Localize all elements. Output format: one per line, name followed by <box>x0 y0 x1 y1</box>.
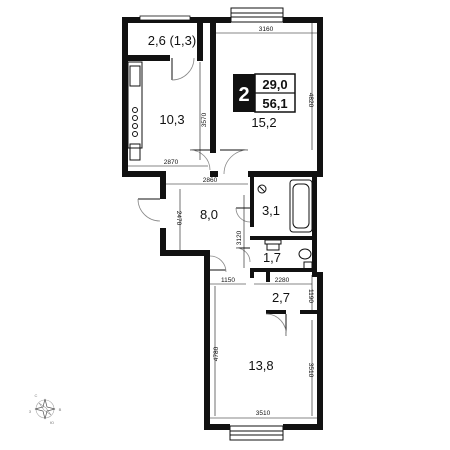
dim-bedroom-bottom-inner: 3510 <box>307 363 314 378</box>
room-labels: 2,6 (1,3) 10,3 15,2 8,0 3,1 1,7 2,7 13,8 <box>148 33 290 373</box>
compass-label-s: Ю <box>50 420 54 425</box>
compass-label-n: С <box>35 393 38 398</box>
bath-fixtures <box>257 179 313 270</box>
dim-hall-lower-width: 1150 <box>221 277 235 284</box>
room-balcony-area: 2,6 (1,3) <box>148 33 196 48</box>
room-bathroom-area: 3,1 <box>262 203 280 218</box>
living-area: 29,0 <box>262 77 287 92</box>
room-bedroom-top-area: 15,2 <box>251 115 276 130</box>
apartment-badge: 2 29,0 56,1 <box>233 73 296 113</box>
dim-bedroom-bottom-depth: 4780 <box>213 346 220 361</box>
room-wc-area: 1,7 <box>263 250 281 265</box>
windows <box>139 7 284 441</box>
rooms-count: 2 <box>238 84 249 106</box>
dim-bedroom-bottom-width: 3510 <box>256 410 271 417</box>
room-hall-area: 8,0 <box>200 207 218 222</box>
dim-bedroom-top-depth: 4820 <box>307 93 314 108</box>
compass-star-icon <box>34 398 56 420</box>
dim-bedroom-top-width: 3160 <box>259 26 274 33</box>
dim-hall-depth: 2470 <box>175 211 182 226</box>
dim-bath-depth: 3120 <box>236 230 243 245</box>
dimension-lines <box>128 23 317 419</box>
compass-label-e: В <box>59 407 62 412</box>
walls <box>122 17 323 430</box>
room-storage-area: 2,7 <box>272 290 290 305</box>
dim-storage-depth: 1190 <box>307 289 314 303</box>
dimension-labels: 3160 4820 3570 2870 2860 2470 3120 2280 … <box>164 26 314 417</box>
room-kitchen-area: 10,3 <box>159 112 184 127</box>
dim-storage-width: 2280 <box>275 277 290 284</box>
dim-kitchen-width: 2870 <box>164 159 179 166</box>
compass-label-w: З <box>29 409 32 414</box>
room-bedroom-bottom-area: 13,8 <box>248 358 273 373</box>
dim-kitchen-depth: 3570 <box>201 112 208 127</box>
dim-hall-width: 2860 <box>203 177 218 184</box>
compass-rose: С В Ю З <box>29 393 62 425</box>
total-area: 56,1 <box>262 96 287 111</box>
kitchen-fixtures <box>127 61 143 161</box>
